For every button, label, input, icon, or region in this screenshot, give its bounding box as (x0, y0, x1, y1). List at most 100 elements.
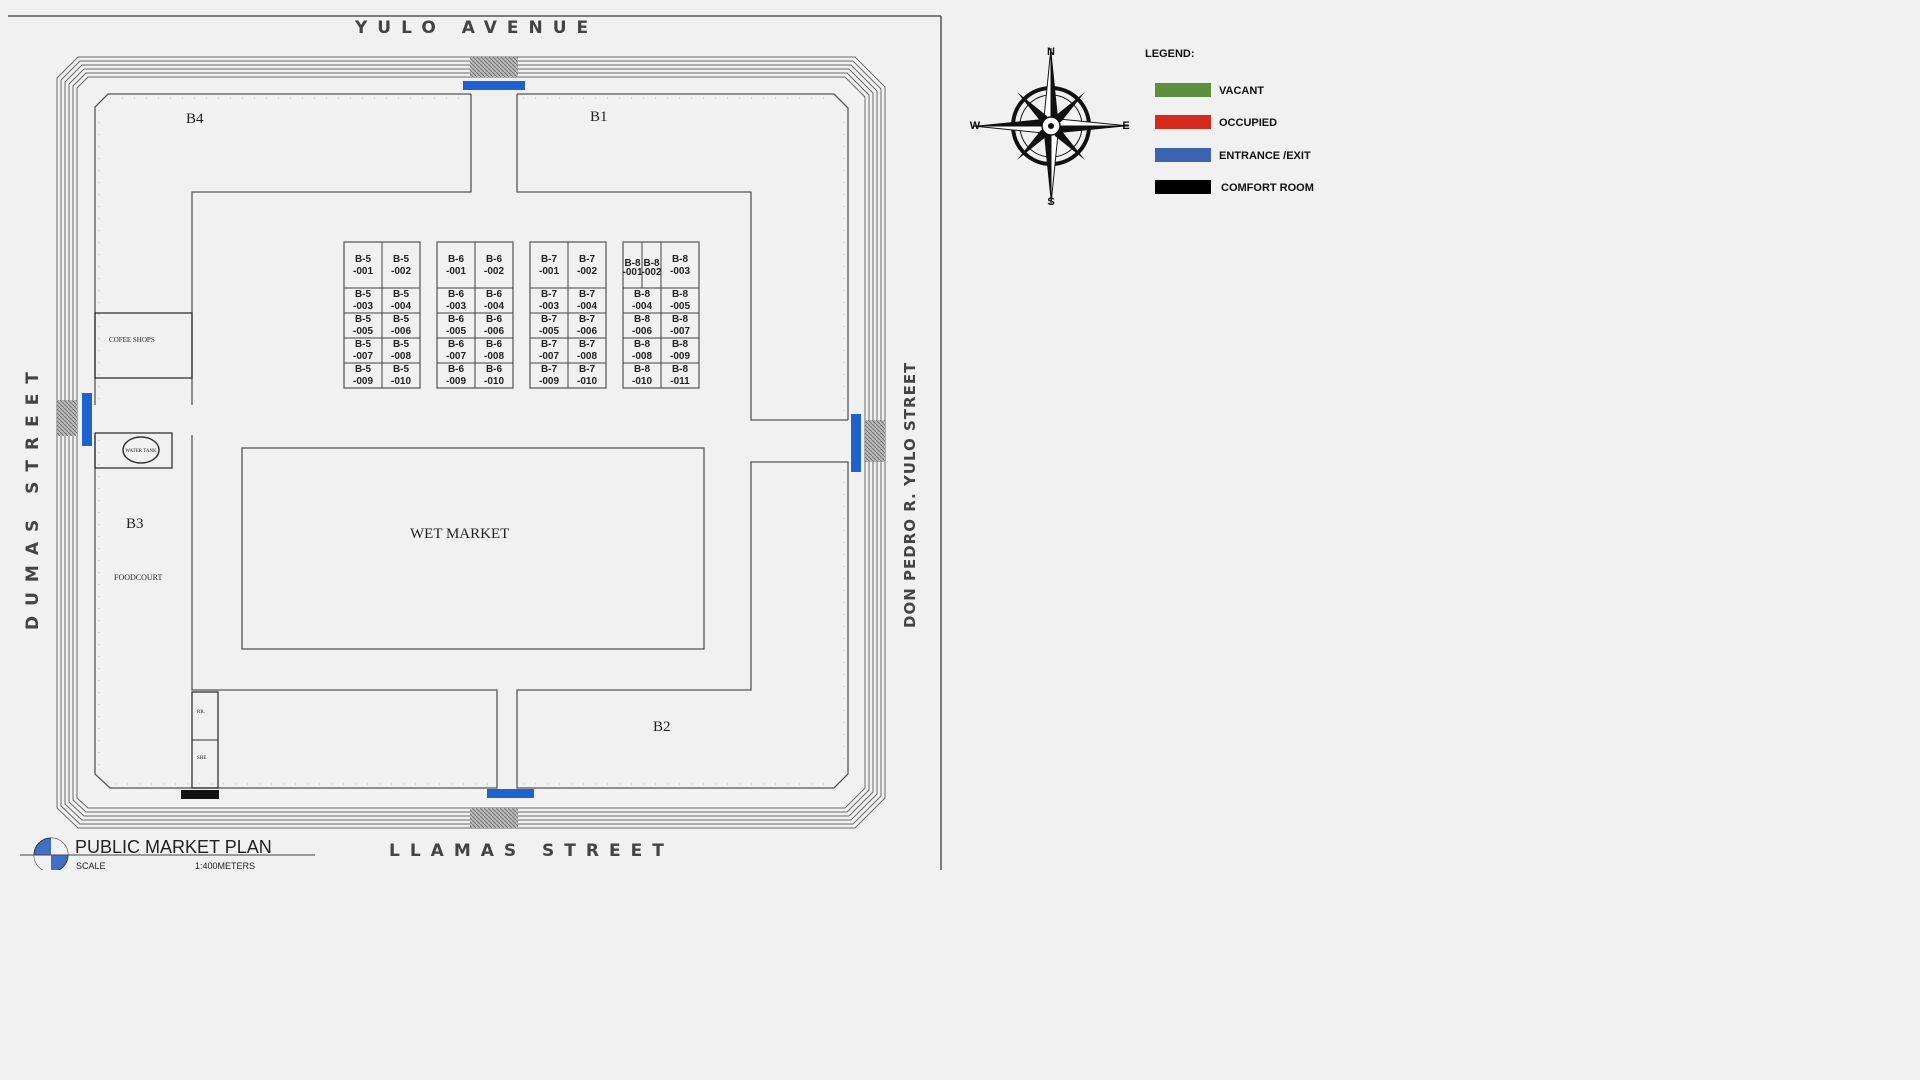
stall-label: -001 (622, 267, 642, 278)
stall[interactable] (436, 241, 476, 289)
compass-s-label: S (1047, 196, 1054, 208)
stall-label: -001 (353, 266, 373, 277)
scale-value: 1:400METERS (195, 861, 255, 871)
stall-label: -010 (577, 376, 597, 387)
stall-label: B-6 (486, 339, 503, 350)
stall-label: -008 (391, 351, 411, 362)
stall-label: B-7 (579, 289, 596, 300)
stall[interactable] (381, 241, 421, 289)
wet-market-label: WET MARKET (410, 526, 509, 542)
compass-rose (972, 47, 1130, 205)
stall-label: B-6 (486, 289, 503, 300)
stall-label: -002 (641, 267, 661, 278)
stall[interactable] (660, 362, 700, 389)
stall-label: B-5 (355, 289, 372, 300)
stall[interactable] (474, 241, 514, 289)
coffee-shops-area (94, 312, 193, 379)
stall-label: B-6 (486, 364, 503, 375)
stall-label: -010 (391, 376, 411, 387)
legend-label-occupied: OCCUPIED (1219, 117, 1277, 129)
water-tank-area (94, 432, 173, 469)
stall-label: -003 (446, 301, 466, 312)
building-walls (94, 93, 849, 789)
stall-label: B-7 (541, 289, 558, 300)
legend-swatch-entrance (1155, 148, 1211, 162)
stall-label: B-5 (355, 364, 372, 375)
wall-ticks (98, 97, 845, 785)
block-label-b1: B1 (590, 109, 608, 125)
stall-label: B-8 (634, 364, 651, 375)
stall-label: -003 (539, 301, 559, 312)
stall-label: B-7 (541, 364, 558, 375)
compass-w-label: W (970, 120, 981, 132)
outer-perimeter (56, 56, 886, 829)
stall-label: B-5 (393, 314, 410, 325)
stall[interactable] (474, 362, 514, 389)
stall[interactable] (343, 241, 383, 289)
stall-label: B-8 (624, 258, 641, 269)
stall-label: -007 (353, 351, 373, 362)
stall-label: B-5 (355, 339, 372, 350)
stall-label: B-8 (643, 258, 660, 269)
stall-label: B-8 (634, 289, 651, 300)
stall-label: -009 (353, 376, 373, 387)
stall-label: -009 (539, 376, 559, 387)
stall-label: -003 (670, 266, 690, 277)
stall[interactable] (567, 241, 607, 289)
stall-label: -005 (353, 326, 373, 337)
gate-north (470, 57, 518, 77)
stall-label: B-7 (541, 254, 558, 265)
stall-label: -006 (391, 326, 411, 337)
street-label-west: DUMAS STREET (23, 362, 43, 630)
gate-east (865, 420, 885, 462)
stall-label: B-8 (672, 289, 689, 300)
stall-label: B-8 (672, 364, 689, 375)
legend-label-vacant: VACANT (1219, 85, 1264, 97)
entrance-south (487, 789, 534, 798)
stall-label: -010 (484, 376, 504, 387)
stall-label: -002 (391, 266, 411, 277)
legend-label-comfort-room: COMFORT ROOM (1221, 182, 1314, 194)
stall[interactable] (567, 362, 607, 389)
stall-label: B-5 (393, 289, 410, 300)
stall[interactable] (381, 362, 421, 389)
title-text: PUBLIC MARKET PLAN (75, 837, 272, 857)
stall-label: -007 (539, 351, 559, 362)
stall-label: B-6 (448, 254, 465, 265)
stall-label: B-7 (541, 339, 558, 350)
block-label-b2: B2 (653, 719, 671, 735)
stall-label: B-7 (541, 314, 558, 325)
block-label-b4: B4 (186, 111, 204, 127)
comfort-room-marker (181, 790, 219, 799)
coffee-shops-label: COFEE SHOPS (109, 336, 155, 344)
legend-title: LEGEND: (1145, 48, 1195, 60)
stall-label: -005 (446, 326, 466, 337)
stall-label: -001 (539, 266, 559, 277)
stall-label: -010 (632, 376, 652, 387)
stall[interactable] (660, 241, 700, 289)
legend-swatch-occupied (1155, 115, 1211, 129)
entrance-west (82, 393, 92, 446)
stall-label: -003 (353, 301, 373, 312)
stall-label: -006 (632, 326, 652, 337)
stall-label: -004 (632, 301, 652, 312)
stall-label: B-6 (448, 314, 465, 325)
stall-label: -004 (484, 301, 504, 312)
stall-label: B-5 (355, 314, 372, 325)
legend-swatch-comfort-room (1155, 180, 1211, 194)
gate-west (57, 400, 77, 436)
stall-label: B-8 (634, 314, 651, 325)
stall-label: B-5 (393, 339, 410, 350)
stall-label: B-8 (672, 339, 689, 350)
comfort-room-bottom-label: SHE (197, 756, 206, 761)
stall-label: B-7 (579, 339, 596, 350)
stall-label: -008 (484, 351, 504, 362)
stall-label: -008 (632, 351, 652, 362)
stall-label: B-5 (355, 254, 372, 265)
stall-label: B-7 (579, 314, 596, 325)
stall[interactable] (529, 241, 569, 289)
gate-south (470, 808, 518, 828)
stall-label: -006 (484, 326, 504, 337)
stall-label: B-6 (448, 339, 465, 350)
